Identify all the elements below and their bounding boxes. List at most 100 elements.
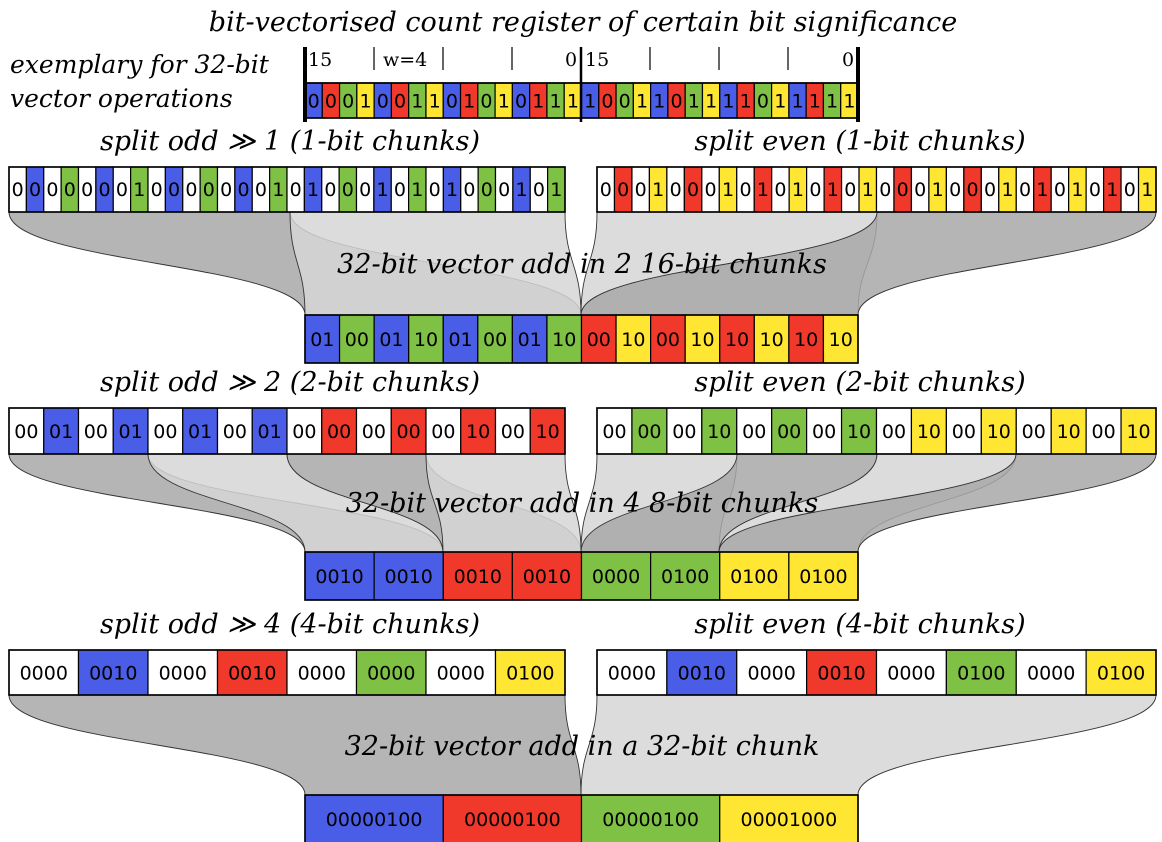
register-index-0-second: 0: [842, 49, 854, 71]
stage-3-odd-row-cell-value: 0000: [367, 662, 415, 684]
stage-1-odd-row-cell-value: 0: [394, 179, 406, 201]
stage-1-result-row-cell: [822, 314, 859, 364]
stage-1-result-row-cell-value: 00: [345, 329, 369, 351]
register-cell-value: 1: [532, 90, 544, 112]
stage-2-odd-row-cell-value: 01: [49, 421, 73, 443]
stage-2-even-row-cell: [1015, 407, 1052, 455]
register-cell-value: 1: [774, 90, 786, 112]
stage-1-odd-label: split odd ≫ 1 (1-bit chunks): [100, 126, 480, 157]
register-cell-value: 0: [619, 90, 631, 112]
stage-3-even-row-cell-value: 0000: [608, 662, 656, 684]
stage-1-odd-row-cell-value: 0: [481, 179, 493, 201]
stage-1-odd-row-cell-value: 0: [116, 179, 128, 201]
stage-1-odd-row-cell-value: 1: [550, 179, 562, 201]
flow-band-stage-3-even: [580, 694, 1157, 796]
stage-1-result-row-cell-value: 10: [725, 329, 749, 351]
stage-2-result-row-cell: [719, 551, 790, 601]
stage-3-odd-row-cell: [286, 649, 358, 696]
stage-2-result-row-cell: [373, 551, 444, 601]
stage-2-odd-row-cell-value: 01: [188, 421, 212, 443]
stage-2-even-row-cell-value: 00: [742, 421, 766, 443]
stage-1-odd-row-cell-value: 0: [463, 179, 475, 201]
stage-1: split odd ≫ 1 (1-bit chunks) split even …: [100, 126, 1026, 280]
register-cell-value: 0: [757, 90, 769, 112]
stage-3-even-row-cell-value: 0100: [957, 662, 1005, 684]
register-index-0-first: 0: [565, 49, 577, 71]
stage-2-result-row-cell: [650, 551, 721, 601]
stage-2: split odd ≫ 2 (2-bit chunks) split even …: [100, 367, 1026, 519]
stage-1-odd-row-cell-value: 0: [533, 179, 545, 201]
stage-1-even-row-cell-value: 1: [1141, 179, 1153, 201]
stage-3-even-row-frame: [596, 649, 1157, 696]
side-label-line-2: vector operations: [10, 84, 233, 113]
stage-3-result-row-frame: [304, 794, 859, 842]
stage-2-odd-row-cell-value: 00: [327, 421, 351, 443]
register-cell-value: 0: [515, 90, 527, 112]
register-cell-value: 1: [843, 90, 855, 112]
stage-1-even-row-cell-value: 0: [844, 179, 856, 201]
stage-1-odd-row-cell-value: 1: [411, 179, 423, 201]
stage-1-even-row-cell-value: 0: [617, 179, 629, 201]
stage-1-result-row-cell-value: 00: [483, 329, 507, 351]
stage-3-odd-row-cell-value: 0000: [20, 662, 68, 684]
stage-2-even-row-cell-value: 10: [987, 421, 1011, 443]
stage-2-odd-row-cell: [286, 407, 323, 455]
stage-3-result-row-cell-value: 00001000: [741, 809, 838, 831]
stage-1-even-row-cell-value: 0: [879, 179, 891, 201]
stage-2-odd-row-cell: [390, 407, 427, 455]
register-cell-value: 0: [480, 90, 492, 112]
stage-2-odd-row-cell: [355, 407, 392, 455]
stage-3-even-row-cell-value: 0010: [678, 662, 726, 684]
stage-1-odd-row-frame: [8, 166, 566, 213]
register-cell-value: 0: [377, 90, 389, 112]
stage-1-odd-row-cell-value: 0: [359, 179, 371, 201]
stage-3-result-row-cell-value: 00000100: [602, 809, 699, 831]
stage-2-odd-row-cell-value: 10: [536, 421, 560, 443]
register-ticks: [303, 47, 860, 122]
stage-2-even-row-cell-value: 00: [1022, 421, 1046, 443]
stage-1-even-row-cell-value: 0: [897, 179, 909, 201]
stage-1-add-label: 32-bit vector add in 2 16-bit chunks: [337, 249, 827, 280]
stage-3-even-row-cell: [875, 649, 947, 696]
stage-3-odd-label: split odd ≫ 4 (4-bit chunks): [100, 609, 480, 640]
stage-1-result-row-cell-value: 10: [552, 329, 576, 351]
stage-2-even-row-cell-value: 10: [1057, 421, 1081, 443]
stage-2-odd-row-cell-value: 00: [292, 421, 316, 443]
stage-2-even-row-cell-value: 10: [1126, 421, 1150, 443]
flow-bands: [8, 211, 1157, 796]
stage-1-even-row-cell-value: 0: [670, 179, 682, 201]
stage-3-odd-row-cell-value: 0000: [298, 662, 346, 684]
stage-1-odd-row-cell-value: 0: [429, 179, 441, 201]
stage-2-result-row-cell-value: 0000: [592, 566, 640, 588]
stage-1-even-row-cell-value: 1: [1036, 179, 1048, 201]
stage-2-odd-row-cell: [425, 407, 462, 455]
stage-1-result-row-cell-value: 10: [414, 329, 438, 351]
stage-2-result-row-cell-value: 0100: [799, 566, 847, 588]
register-cell-value: 0: [308, 90, 320, 112]
stage-1-odd-row-cell-value: 1: [377, 179, 389, 201]
stage-3: split odd ≫ 4 (4-bit chunks) split even …: [100, 609, 1026, 762]
stage-2-even-row-cell-value: 00: [882, 421, 906, 443]
stage-1-even-row-cell-value: 1: [932, 179, 944, 201]
register-word-size: w=4: [383, 49, 427, 71]
stage-1-even-row-cell-value: 1: [722, 179, 734, 201]
stage-2-result-row-cell-value: 0100: [661, 566, 709, 588]
stage-1-even-row-cell-value: 0: [809, 179, 821, 201]
stage-2-odd-label: split odd ≫ 2 (2-bit chunks): [100, 367, 480, 398]
stage-1-even-row-cell-value: 0: [1089, 179, 1101, 201]
stage-1-result-row-cell-value: 00: [587, 329, 611, 351]
stage-2-even-row-cell-value: 10: [707, 421, 731, 443]
stage-1-even-row-cell-value: 0: [635, 179, 647, 201]
register-cell-value: 1: [550, 90, 562, 112]
register-cell-value: 1: [359, 90, 371, 112]
stage-1-result-row-cell-value: 10: [829, 329, 853, 351]
stage-1-odd-row-cell-value: 0: [29, 179, 41, 201]
stage-2-even-row-cell-value: 00: [777, 421, 801, 443]
stage-1-odd-row-cell-value: 1: [516, 179, 528, 201]
stage-2-even-label: split even (2-bit chunks): [694, 367, 1025, 398]
